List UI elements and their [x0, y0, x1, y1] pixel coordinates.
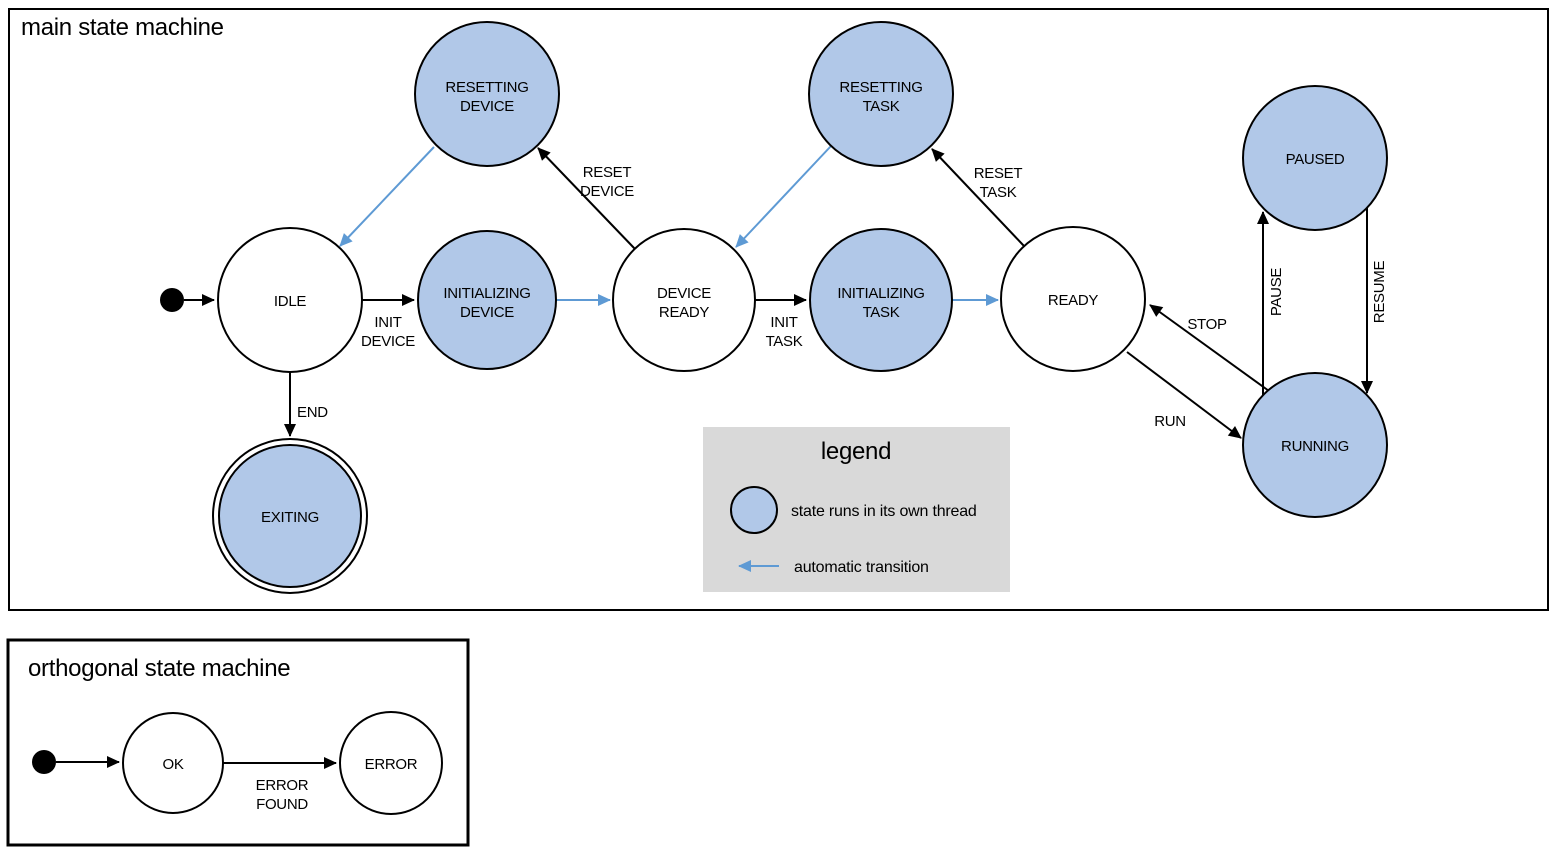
state-circle: [339, 711, 443, 815]
state-label: RUNNING: [1281, 438, 1349, 455]
auto-transition-resetting-device-to-idle: [339, 146, 435, 247]
state-paused: PAUSED: [1242, 85, 1388, 231]
legend-auto-label: automatic transition: [794, 559, 929, 576]
state-label: READY: [659, 304, 709, 321]
state-label: READY: [1048, 292, 1098, 309]
transition-label-line: DEVICE: [361, 333, 415, 350]
transition-label-run: RUN: [1154, 413, 1186, 430]
transition-label-resume: RESUME: [1371, 261, 1388, 324]
state-label: DEVICE: [460, 98, 514, 115]
transition-run-arrow: [1126, 351, 1242, 439]
transition-stop-arrow: [1149, 304, 1270, 392]
state-initializing-task: INITIALIZING TASK: [809, 228, 953, 372]
state-label: TASK: [863, 98, 900, 115]
state-label: IDLE: [274, 293, 306, 310]
main-machine-title: main state machine: [21, 14, 224, 41]
state-circle: [1000, 226, 1146, 372]
state-label: INITIALIZING: [443, 285, 530, 302]
transition-label-line: ERROR: [256, 777, 309, 794]
transition-label-line: INIT: [374, 314, 401, 331]
state-circle: [414, 21, 560, 167]
transition-reset-task-arrow: [931, 148, 1025, 247]
state-label: TASK: [863, 304, 900, 321]
transition-label-reset-task: RESET TASK: [974, 165, 1023, 201]
state-circle: [218, 444, 362, 588]
transition-label-line: RESET: [974, 165, 1023, 182]
legend-thread-label: state runs in its own thread: [791, 503, 977, 520]
transition-label-line: TASK: [766, 333, 803, 350]
state-circle: [809, 228, 953, 372]
state-label: EXITING: [261, 509, 319, 526]
state-circle: [417, 230, 557, 370]
transition-label-line: DEVICE: [580, 183, 634, 200]
state-resetting-task: RESETTING TASK: [808, 21, 954, 167]
legend: legend state runs in its own thread auto…: [703, 427, 1010, 592]
transition-label-line: FOUND: [256, 796, 308, 813]
transition-label-reset-device: RESET DEVICE: [580, 164, 635, 200]
state-idle: IDLE: [217, 227, 363, 373]
orthogonal-machine-frame: [6, 638, 470, 847]
transition-label-init-task: INIT TASK: [766, 314, 803, 350]
main-machine-frame: [8, 8, 1549, 611]
state-ready: READY: [1000, 226, 1146, 372]
initial-state-dot: [32, 750, 56, 774]
state-circle: [1242, 85, 1388, 231]
state-label: RESETTING: [445, 79, 528, 96]
transition-label-line: INIT: [770, 314, 797, 331]
state-exiting-final: EXITING: [212, 438, 368, 594]
state-resetting-device: RESETTING DEVICE: [414, 21, 560, 167]
state-label: PAUSED: [1286, 151, 1345, 168]
legend-thread-state-icon: [730, 486, 778, 534]
transition-label-line: RESET: [583, 164, 632, 181]
state-initializing-device: INITIALIZING DEVICE: [417, 230, 557, 370]
state-circle: [1242, 372, 1388, 518]
state-circle: [612, 228, 756, 372]
state-error: ERROR: [339, 711, 443, 815]
transition-label-end: END: [297, 404, 328, 421]
transition-label-error-found: ERROR FOUND: [256, 777, 309, 813]
state-running: RUNNING: [1242, 372, 1388, 518]
state-circle: [808, 21, 954, 167]
state-circle: [217, 227, 363, 373]
state-label: OK: [162, 756, 183, 773]
auto-transition-resetting-task-to-device-ready: [735, 145, 832, 248]
transition-reset-device-arrow: [537, 147, 636, 250]
state-label: INITIALIZING: [837, 285, 924, 302]
initial-state-dot: [160, 288, 184, 312]
state-label: ERROR: [365, 756, 418, 773]
transition-label-init-device: INIT DEVICE: [361, 314, 416, 350]
orthogonal-machine-title: orthogonal state machine: [28, 655, 290, 682]
transition-label-line: TASK: [980, 184, 1017, 201]
legend-title: legend: [821, 438, 891, 465]
state-label: DEVICE: [657, 285, 711, 302]
state-label: DEVICE: [460, 304, 514, 321]
state-ok: OK: [122, 712, 224, 814]
state-device-ready: DEVICE READY: [612, 228, 756, 372]
transition-label-stop: STOP: [1187, 316, 1227, 333]
state-label: RESETTING: [839, 79, 922, 96]
transition-label-pause: PAUSE: [1268, 268, 1285, 317]
